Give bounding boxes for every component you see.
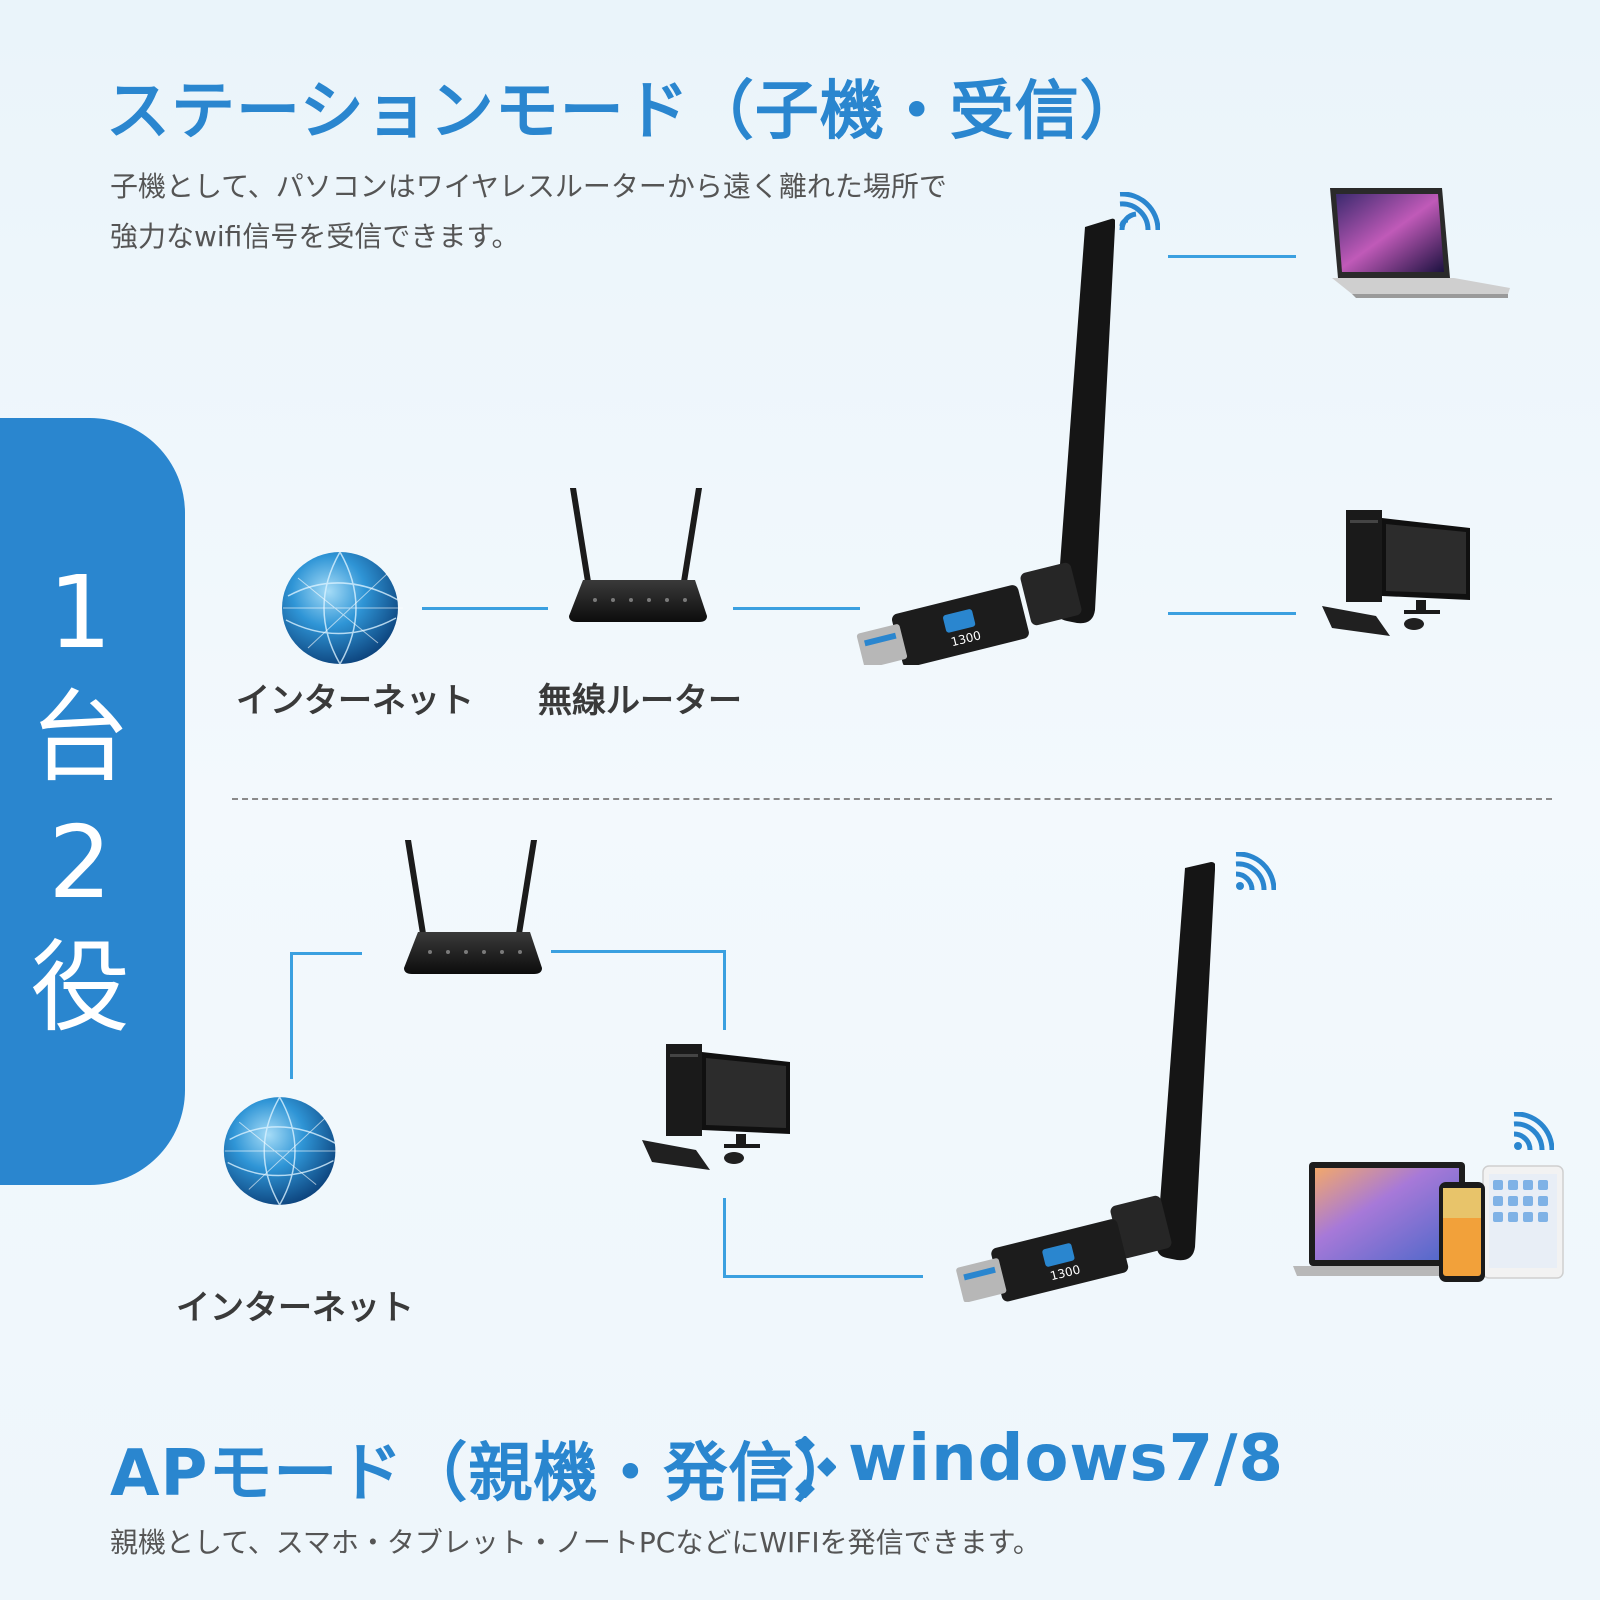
connector-line: [733, 607, 860, 610]
mobile-devices-icon: [1293, 1162, 1564, 1282]
router-icon: [404, 840, 542, 974]
section-divider: [232, 798, 1552, 800]
connector-line: [551, 950, 726, 953]
side-tab-char-2: 台: [30, 679, 130, 796]
station-mode-title: ステーションモード（子機・受信）: [106, 75, 1145, 149]
ap-internet-label: インターネット: [176, 1288, 414, 1328]
usb-wifi-adapter-icon: 1300: [956, 862, 1215, 1302]
desktop-pc-icon: [642, 1044, 790, 1170]
globe-icon: [282, 551, 403, 665]
connector-line: [422, 607, 548, 610]
side-tab-char-3: 2: [48, 804, 112, 921]
wifi-signal-icon: [1235, 852, 1276, 891]
connector-line: [290, 952, 362, 955]
station-internet-label: インターネット: [236, 681, 474, 721]
station-mode-description-line2: 強力なwifi信号を受信できます。: [110, 220, 520, 253]
wifi-signal-icon: [1119, 192, 1160, 231]
router-icon: [569, 488, 707, 622]
side-tab-one-device-two-roles: 1 台 2 役: [0, 418, 185, 1185]
laptop-icon: [1330, 188, 1510, 298]
globe-icon: [223, 1096, 341, 1206]
connector-line: [1168, 612, 1296, 615]
ap-mode-description: 親機として、スマホ・タブレット・ノートPCなどにWIFIを発信できます。: [110, 1526, 1041, 1559]
wireless-router-label: 無線ルーター: [538, 681, 742, 721]
windows-version-label: windows7/8: [848, 1422, 1285, 1496]
side-tab-char-1: 1: [48, 554, 112, 671]
wifi-signal-icon: [1513, 1112, 1554, 1151]
connector-line: [723, 950, 726, 1030]
side-tab-char-4: 役: [30, 929, 130, 1046]
station-mode-description-line1: 子機として、パソコンはワイヤレスルーターから遠く離れた場所で: [110, 170, 947, 203]
connector-line: [1168, 255, 1296, 258]
ap-mode-title: APモード（親機・発信）: [110, 1437, 859, 1511]
connector-line: [290, 952, 293, 1079]
connector-line: [723, 1198, 726, 1278]
desktop-pc-icon: [1322, 510, 1470, 636]
windows-logo-icon: [774, 1436, 836, 1498]
connector-line: [723, 1275, 923, 1278]
usb-wifi-adapter-icon: 1300: [856, 218, 1115, 665]
